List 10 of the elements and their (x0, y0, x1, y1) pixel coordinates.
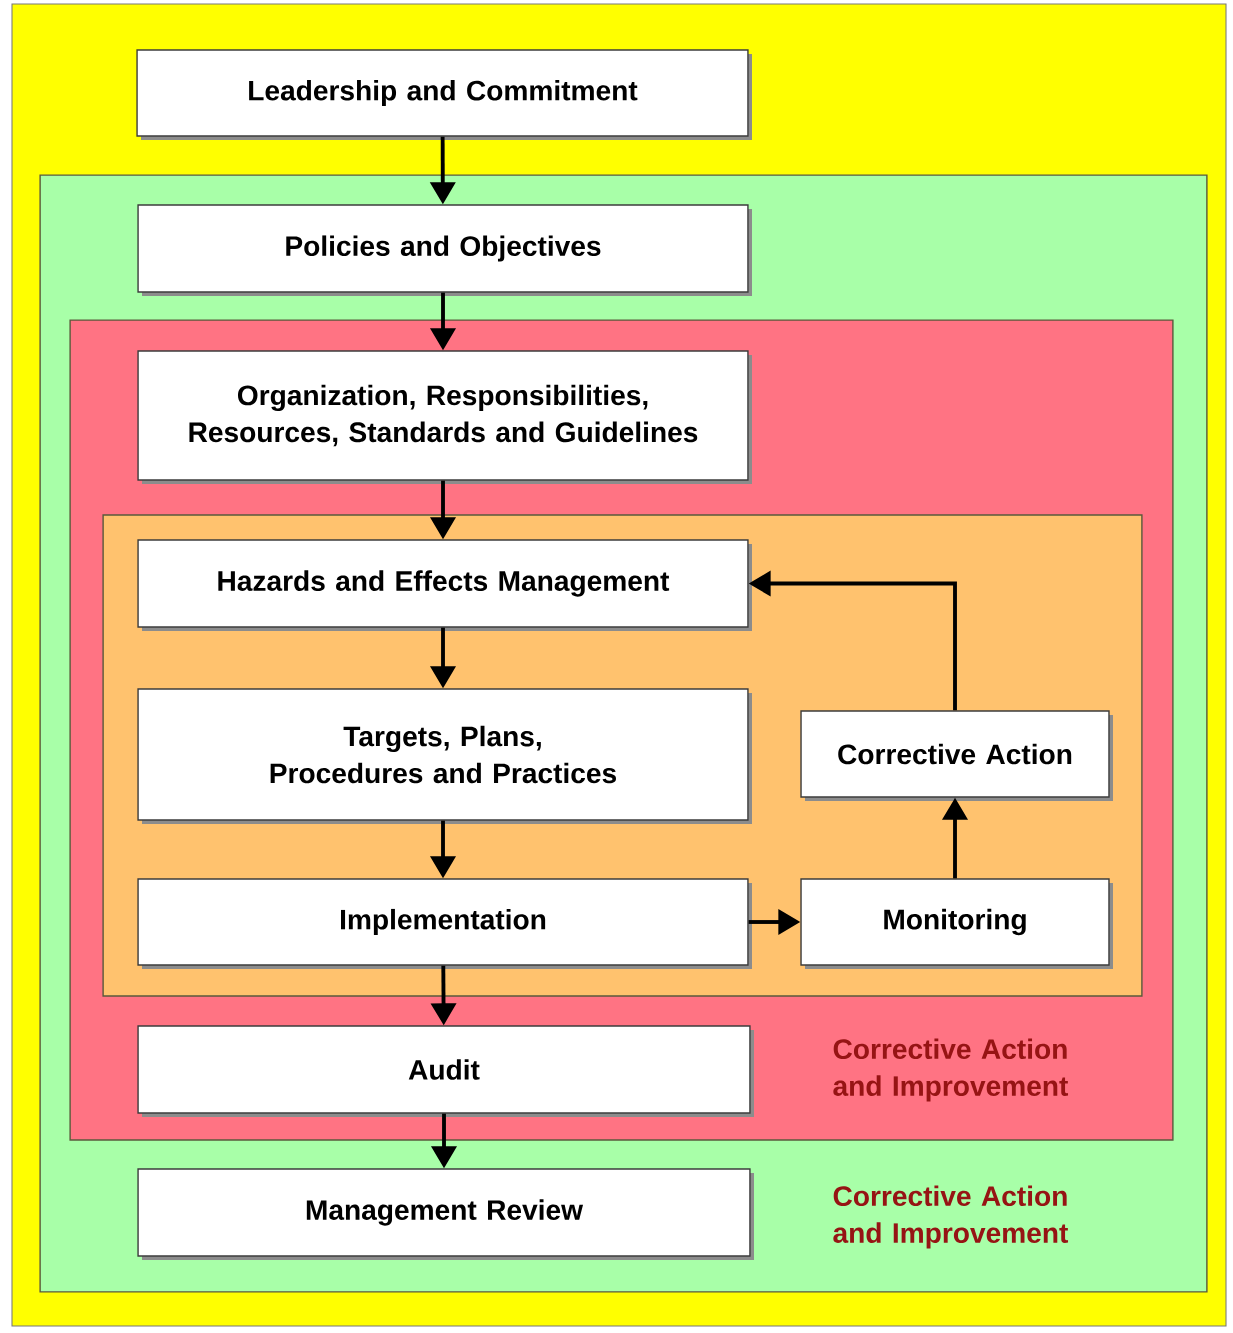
process-box: Leadership and Commitment (136, 49, 752, 140)
process-box: Policies and Objectives (137, 204, 752, 296)
process-box: Corrective Action (800, 710, 1113, 801)
process-box: Targets, Plans, Procedures and Practices (137, 688, 752, 824)
process-box: Audit (137, 1025, 754, 1117)
process-box: Management Review (137, 1168, 754, 1260)
process-box: Implementation (137, 878, 752, 969)
process-box: Monitoring (800, 878, 1113, 969)
process-box: Hazards and Effects Management (137, 539, 752, 631)
process-box: Organization, Responsibilities, Resources, Standards and Guidelines (137, 350, 752, 484)
